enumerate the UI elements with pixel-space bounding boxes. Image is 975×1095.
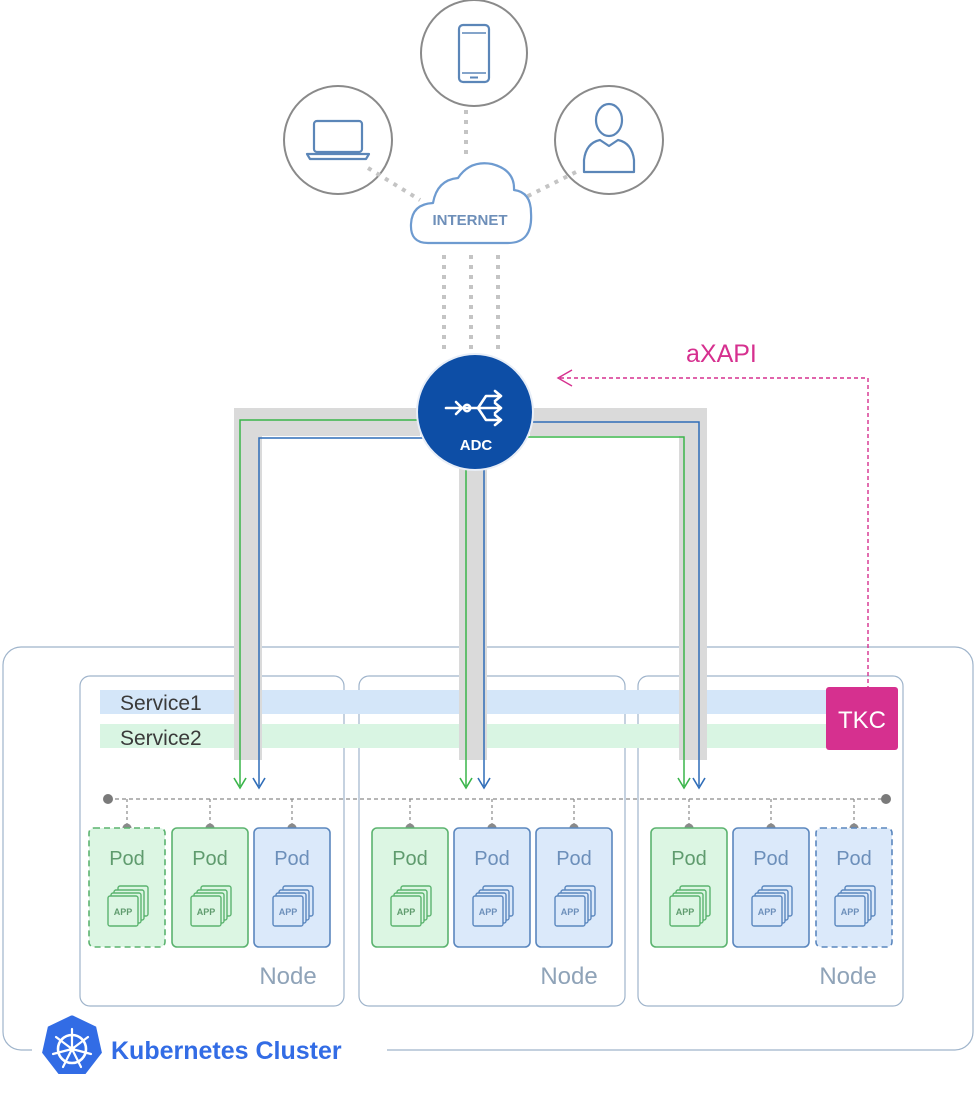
- app-stack-icon: [472, 885, 514, 927]
- pod-label: Pod: [474, 848, 510, 870]
- flow-blue-right: [528, 421, 700, 786]
- app-label: APP: [279, 907, 298, 917]
- client-connections: [366, 110, 577, 202]
- pod-network: [103, 794, 891, 804]
- node-label-2: Node: [540, 963, 597, 990]
- app-label: APP: [841, 907, 860, 917]
- pod-label: Pod: [671, 848, 707, 870]
- pod-label: Pod: [836, 848, 872, 870]
- adc-load-balancer-icon: [444, 389, 503, 427]
- pods-layer: PodAPPPodAPPPodAPPPodAPPPodAPPPodAPPPodA…: [88, 799, 893, 948]
- pod-label: Pod: [274, 848, 310, 870]
- kubernetes-cluster-frame: [2, 646, 974, 1051]
- app-stack-icon: [554, 885, 596, 927]
- app-stack-icon: [272, 885, 314, 927]
- service1-label: Service1: [120, 692, 202, 715]
- app-label: APP: [114, 907, 133, 917]
- internet-cloud: INTERNET: [409, 162, 533, 245]
- mobile-phone-icon: [457, 23, 491, 84]
- flow-green-left: [239, 419, 425, 786]
- service1-band: [100, 690, 890, 714]
- app-label: APP: [197, 907, 216, 917]
- pod-label: Pod: [392, 848, 428, 870]
- user-icon: [582, 102, 636, 174]
- node-label-3: Node: [819, 963, 876, 990]
- app-label: APP: [676, 907, 695, 917]
- internet-label: INTERNET: [433, 212, 508, 229]
- user-client: [554, 85, 664, 195]
- pod-label: Pod: [109, 848, 145, 870]
- axapi-connection: aXAPI: [556, 340, 869, 690]
- service2-label: Service2: [120, 727, 202, 750]
- app-stack-icon: [107, 885, 149, 927]
- internet-adc-connections: [442, 255, 500, 355]
- app-stack-icon: [751, 885, 793, 927]
- pod-label: Pod: [753, 848, 789, 870]
- flow-green-right: [528, 436, 685, 786]
- adc-label: ADC: [460, 437, 493, 454]
- app-label: APP: [758, 907, 777, 917]
- node-label-1: Node: [259, 963, 316, 990]
- kubernetes-cluster-legend: Kubernetes Cluster: [32, 1012, 387, 1076]
- service-flows: [239, 419, 700, 786]
- laptop-icon: [305, 119, 371, 161]
- tkc-controller: TKC: [826, 687, 898, 750]
- service2-band: [100, 724, 890, 748]
- app-stack-icon: [669, 885, 711, 927]
- app-label: APP: [561, 907, 580, 917]
- app-stack-icon: [390, 885, 432, 927]
- kubernetes-cluster-label: Kubernetes Cluster: [111, 1037, 342, 1065]
- pod-label: Pod: [556, 848, 592, 870]
- pod-label: Pod: [192, 848, 228, 870]
- flow-arrowheads: [233, 777, 706, 790]
- app-stack-icon: [834, 885, 876, 927]
- flow-blue-left: [258, 437, 425, 786]
- laptop-client: [283, 85, 393, 195]
- tkc-label: TKC: [838, 707, 886, 734]
- app-stack-icon: [190, 885, 232, 927]
- axapi-label: aXAPI: [686, 340, 757, 368]
- app-label: APP: [397, 907, 416, 917]
- adc-node: ADC: [416, 353, 534, 471]
- kubernetes-icon: [39, 1012, 105, 1076]
- mobile-client: [420, 0, 528, 107]
- app-label: APP: [479, 907, 498, 917]
